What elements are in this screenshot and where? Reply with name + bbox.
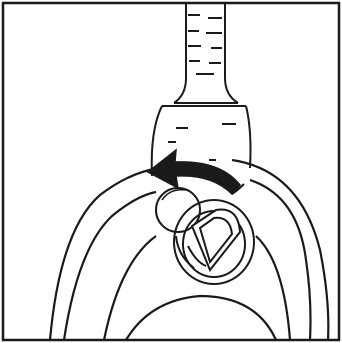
rotate-fitting-diagram [0,0,342,343]
instruction-illustration [0,0,342,343]
